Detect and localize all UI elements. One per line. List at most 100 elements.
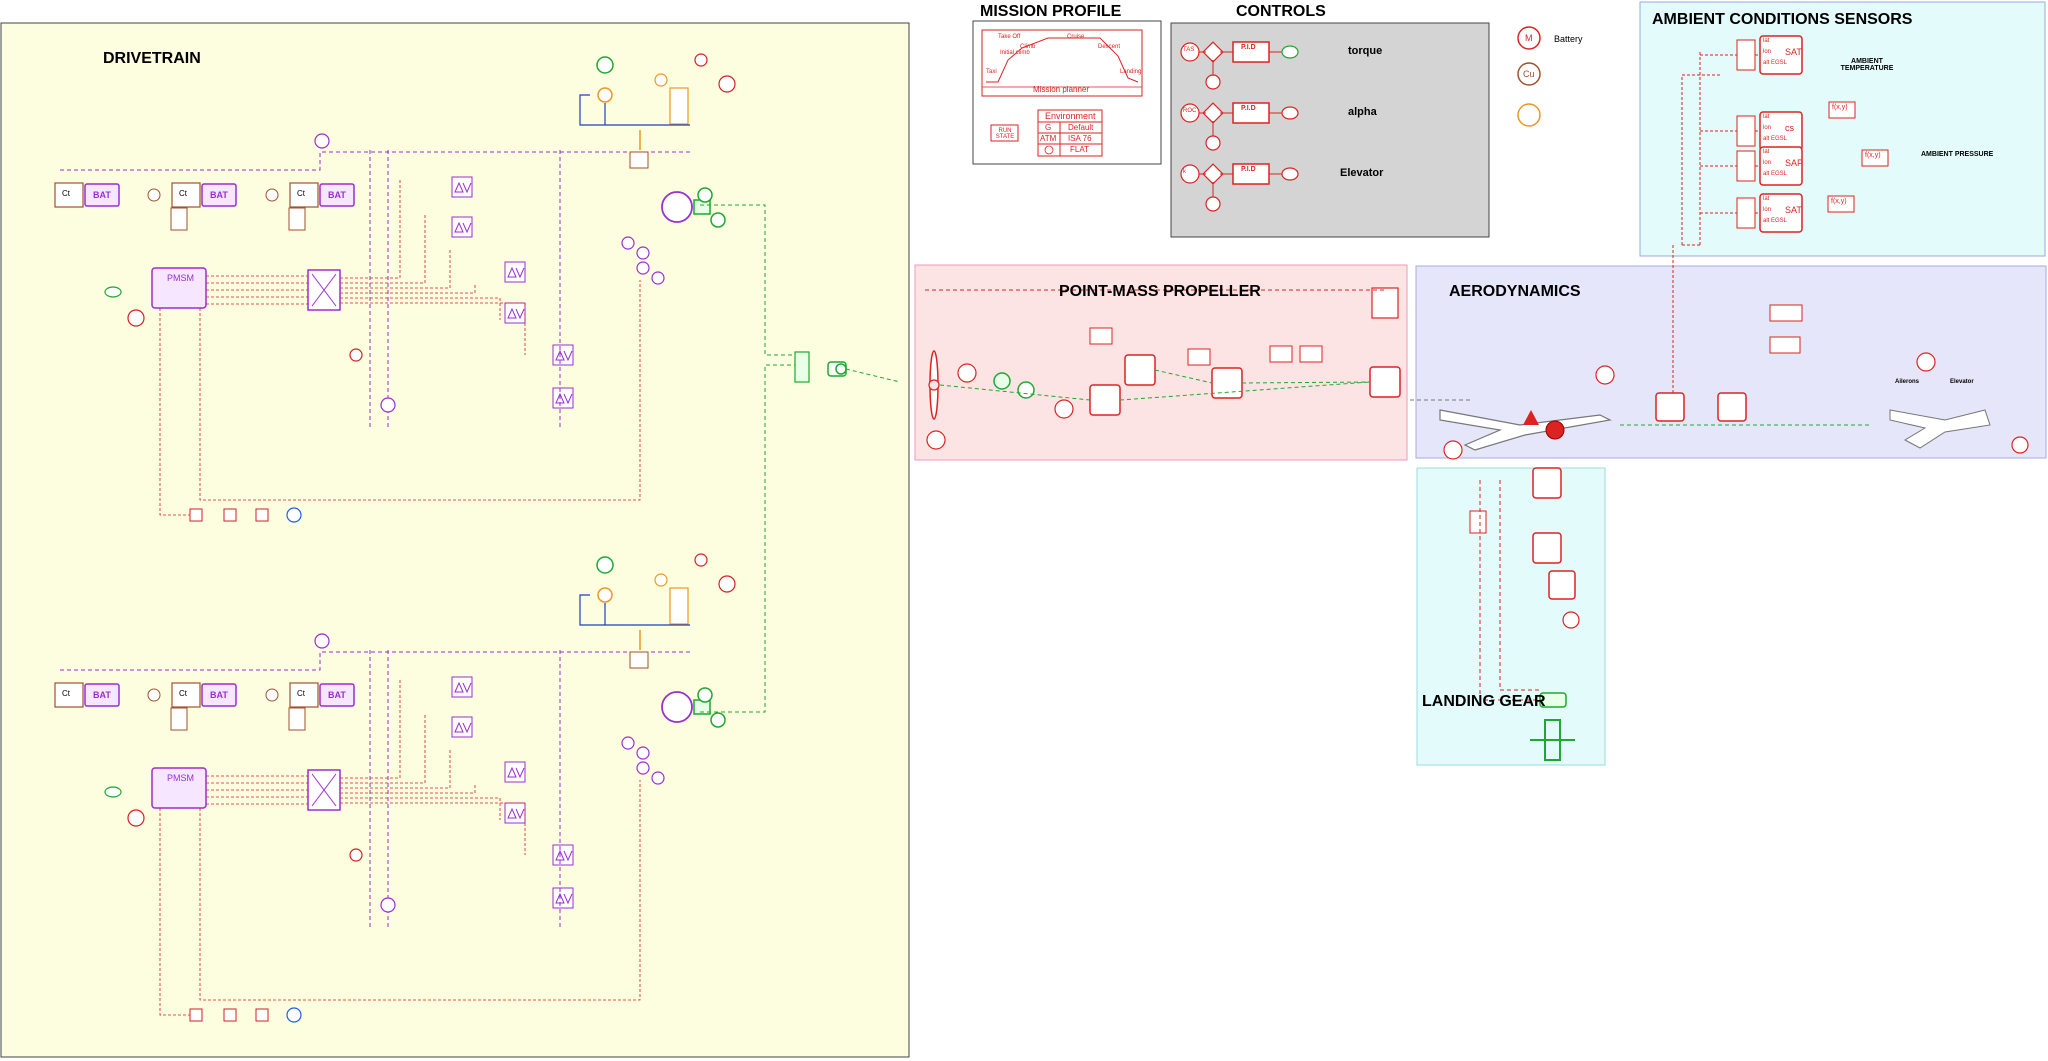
upper-temp-sum[interactable] [694, 53, 708, 67]
lower-battery-0[interactable] [84, 683, 120, 707]
sensor-block-2[interactable] [1759, 146, 1803, 186]
unit-conversion-block[interactable] [1269, 345, 1293, 363]
func-block-2[interactable] [1827, 195, 1855, 213]
gain-block-k[interactable] [926, 430, 946, 450]
sensor-mux-0[interactable] [1736, 39, 1756, 71]
lower-coolant-source[interactable] [596, 556, 614, 574]
gain-block-a[interactable] [2011, 436, 2029, 454]
sum-block-1[interactable] [1202, 102, 1224, 124]
upper-voltage-probe[interactable] [314, 133, 330, 149]
force-block[interactable] [1089, 384, 1121, 416]
aircraft-model-icon[interactable] [1439, 409, 1612, 451]
lower-current-sensor-2[interactable] [636, 761, 650, 775]
upper-thermal-port-2[interactable] [265, 188, 279, 202]
aero-func-block-2[interactable] [1769, 336, 1801, 354]
lookup-block[interactable] [1299, 345, 1323, 363]
thrust-block[interactable] [1211, 367, 1243, 399]
feedback-input-2[interactable] [1205, 196, 1221, 212]
sum-block-0[interactable] [1202, 41, 1224, 63]
gain-block-k2[interactable] [1054, 399, 1074, 419]
upper-torque-sensor[interactable] [710, 212, 726, 228]
lower-heat-exchanger[interactable] [669, 587, 689, 625]
sensor-block-0[interactable] [1759, 35, 1803, 75]
gear-mass-block[interactable] [1532, 467, 1562, 499]
lower-thermal-mass[interactable] [654, 573, 668, 587]
lower-gain-1[interactable] [223, 1008, 237, 1022]
product-block[interactable] [1187, 348, 1211, 366]
run-state-block[interactable] [990, 124, 1019, 142]
upper-gate-signal[interactable] [349, 348, 363, 362]
gain-block-k-aero[interactable] [1443, 440, 1463, 460]
lower-current-sensor-0[interactable] [621, 736, 635, 750]
lower-sensor-box-1[interactable] [170, 707, 188, 731]
lower-gain-0[interactable] [189, 1008, 203, 1022]
sensor-mux-1[interactable] [1736, 115, 1756, 147]
lower-current-sensor-1[interactable] [636, 746, 650, 760]
lower-output-motor[interactable] [661, 691, 693, 723]
lower-thermal-port-2[interactable] [265, 688, 279, 702]
lower-speed-sensor[interactable] [697, 687, 713, 703]
upper-speed-output[interactable] [286, 507, 302, 523]
gain-block-gear[interactable] [1562, 611, 1580, 629]
output-port-2[interactable] [1281, 167, 1299, 181]
shaft-speed-icon[interactable] [1017, 381, 1035, 399]
density-sensor-block[interactable] [1371, 287, 1399, 319]
mechanical-library-icon[interactable] [1517, 26, 1541, 50]
propeller-mass-block[interactable] [1369, 366, 1401, 398]
upper-dc-source[interactable] [380, 397, 396, 413]
upper-sensor-box-2[interactable] [288, 207, 306, 231]
gear-divide-block[interactable] [1469, 510, 1487, 534]
lower-temp-sum[interactable] [694, 553, 708, 567]
func-block-1[interactable] [1861, 149, 1889, 167]
upper-coolant-source[interactable] [596, 56, 614, 74]
lower-battery-2[interactable] [319, 683, 355, 707]
upper-alpha-input[interactable] [127, 309, 145, 327]
airspeed-block[interactable] [1124, 354, 1156, 386]
upper-thermal-mass[interactable] [654, 73, 668, 87]
lower-thermal-contactor[interactable] [629, 651, 649, 669]
lower-torque-input[interactable] [104, 786, 122, 798]
copper-library-icon[interactable] [1517, 62, 1541, 86]
speed-sensor-icon[interactable] [993, 372, 1011, 390]
mission-planner-block[interactable] [981, 29, 1143, 97]
lower-dc-source[interactable] [380, 897, 396, 913]
gear-velocity-block[interactable] [1532, 532, 1562, 564]
lower-torque-sensor[interactable] [710, 712, 726, 728]
upper-contactor-1[interactable] [171, 182, 201, 208]
lower-contactor-1[interactable] [171, 682, 201, 708]
lower-pump[interactable] [597, 587, 613, 603]
gain-block-kp-aero[interactable] [1595, 365, 1615, 385]
feedback-input-1[interactable] [1205, 135, 1221, 151]
lower-temp-gain[interactable] [718, 575, 736, 593]
sensor-block-3[interactable] [1759, 193, 1803, 233]
upper-output-motor[interactable] [661, 191, 693, 223]
upper-sensor-box-1[interactable] [170, 207, 188, 231]
lower-current-sensor-3[interactable] [651, 771, 665, 785]
lower-pmsm-motor[interactable] [151, 767, 207, 809]
upper-gain-1[interactable] [223, 508, 237, 522]
lower-voltage-probe[interactable] [314, 633, 330, 649]
upper-current-sensor-1[interactable] [636, 246, 650, 260]
lower-gain-2[interactable] [255, 1008, 269, 1022]
upper-battery-2[interactable] [319, 183, 355, 207]
upper-pump[interactable] [597, 87, 613, 103]
upper-thermal-port-1[interactable] [147, 188, 161, 202]
lower-speed-output[interactable] [286, 1007, 302, 1023]
aero-velocity-block[interactable] [1717, 392, 1747, 422]
upper-battery-1[interactable] [201, 183, 237, 207]
lower-alpha-input[interactable] [127, 809, 145, 827]
upper-battery-0[interactable] [84, 183, 120, 207]
gain-block-mu[interactable] [1916, 352, 1936, 372]
feedback-input-0[interactable] [1205, 74, 1221, 90]
upper-contactor-0[interactable] [54, 182, 84, 208]
lower-sensor-box-2[interactable] [288, 707, 306, 731]
lower-contactor-0[interactable] [54, 682, 84, 708]
aero-mass-block[interactable] [1655, 392, 1685, 422]
gear-force-block[interactable] [1548, 570, 1576, 600]
upper-contactor-2[interactable] [289, 182, 319, 208]
output-port-0[interactable] [1281, 45, 1299, 59]
sum-block-2[interactable] [1202, 163, 1224, 185]
aircraft-top-view-icon[interactable] [1889, 409, 1991, 449]
sensor-mux-2[interactable] [1736, 150, 1756, 182]
sensor-mux-3[interactable] [1736, 197, 1756, 229]
